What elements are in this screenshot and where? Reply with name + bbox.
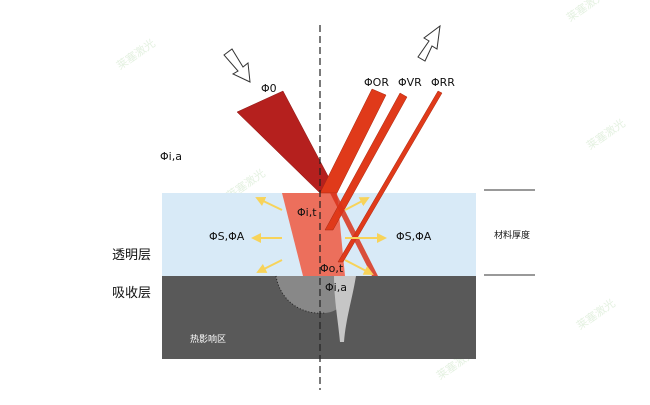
- label-phi-it: Φi,t: [297, 206, 317, 219]
- reflected-beam-rr: [337, 90, 443, 263]
- label-transparent-layer: 透明层: [112, 248, 151, 263]
- melt-tail: [334, 276, 356, 342]
- internal-reflection: [330, 193, 378, 276]
- label-phi-rr: ΦRR: [431, 76, 455, 89]
- label-absorbing-layer: 吸收层: [112, 286, 151, 301]
- label-phi-vr: ΦVR: [398, 76, 422, 89]
- melt-dots: [275, 275, 326, 314]
- scatter-arrow-right-down: [344, 259, 374, 275]
- label-phi-sa-left: ΦS,ΦA: [209, 230, 245, 243]
- scatter-arrows: [251, 196, 387, 275]
- label-material-thickness: 材料厚度: [494, 229, 530, 241]
- reflection-direction-arrow: [417, 24, 441, 62]
- label-phi-ia-top: Φi,a: [160, 150, 182, 163]
- svg-text:莱塞激光: 莱塞激光: [584, 116, 628, 153]
- label-phi-ia-bottom: Φi,a: [325, 281, 347, 294]
- svg-text:莱塞激光: 莱塞激光: [114, 36, 158, 73]
- scatter-arrow-left-up: [255, 196, 283, 211]
- scatter-arrow-left-down: [256, 259, 283, 273]
- transmitted-beam: [282, 193, 345, 276]
- label-phi-or: ΦOR: [364, 76, 389, 89]
- svg-text:莱塞激光: 莱塞激光: [574, 296, 618, 333]
- label-phi-sa-right: ΦS,ΦA: [396, 230, 432, 243]
- scatter-arrow-right-up: [344, 197, 370, 211]
- incident-direction-arrow: [223, 48, 251, 83]
- label-phi-ot: Φo,t: [320, 262, 344, 275]
- label-heat-affected-zone: 热影响区: [190, 333, 226, 345]
- reflected-beam-vr: [324, 92, 408, 231]
- label-phi0: Φ0: [261, 82, 277, 95]
- svg-text:莱塞激光: 莱塞激光: [564, 0, 608, 24]
